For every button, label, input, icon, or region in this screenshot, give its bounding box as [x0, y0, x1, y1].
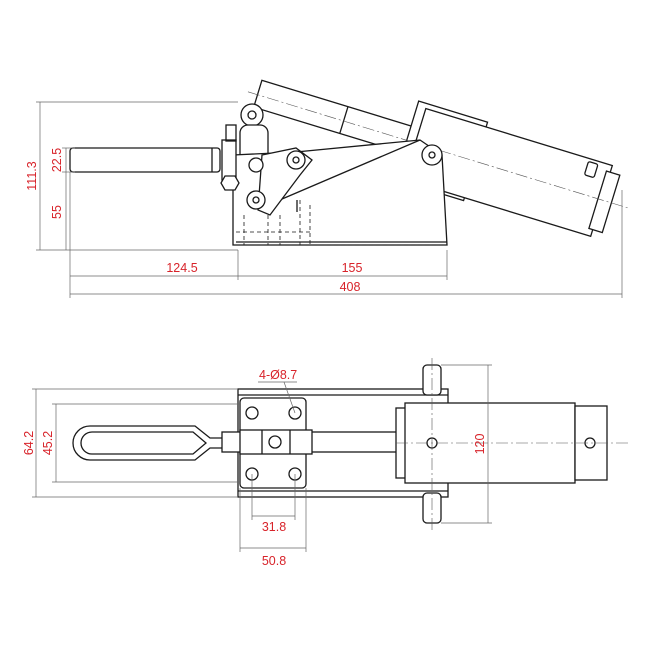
dim-outer-width: 64.2 — [22, 431, 36, 455]
side-view: 111.3 22.5 55 124.5 155 408 — [25, 79, 631, 298]
dim-base-height: 55 — [50, 205, 64, 219]
dim-handle-length: 124.5 — [166, 261, 197, 275]
dim-body-length: 155 — [342, 261, 363, 275]
dim-cylinder-width: 120 — [473, 434, 487, 455]
dim-hole-spacing: 31.8 — [262, 520, 286, 534]
mount-hole-1 — [245, 406, 259, 420]
dim-base-width: 50.8 — [262, 554, 286, 568]
top-view: 64.2 45.2 4-Ø8.7 120 31.8 50.8 — [22, 358, 630, 568]
dim-handle-height: 22.5 — [50, 148, 64, 172]
upper-pivot — [286, 150, 306, 170]
dim-total-length: 408 — [340, 280, 361, 294]
rod-end-pivot — [240, 103, 264, 127]
spindle — [221, 139, 237, 181]
dim-height-total: 111.3 — [25, 161, 39, 190]
lower-pivot — [246, 190, 266, 210]
hex-nut — [220, 175, 240, 191]
handle-bar — [69, 147, 221, 173]
body-pivot — [421, 144, 443, 166]
dim-handle-width: 45.2 — [41, 431, 55, 455]
handle-loop — [72, 425, 241, 461]
dim-hole-callout: 4-Ø8.7 — [259, 368, 297, 382]
